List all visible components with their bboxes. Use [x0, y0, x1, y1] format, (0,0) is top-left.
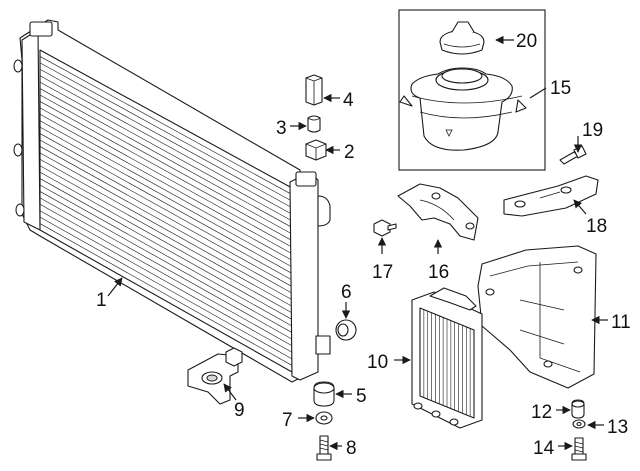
leader-15 [529, 87, 547, 99]
radiator-fin-line [39, 171, 293, 314]
radiator-fin-line [39, 126, 293, 268]
leader-18 [573, 199, 587, 215]
callout-17: 17 [372, 262, 393, 283]
radiator-fin-line [39, 139, 293, 281]
mount-part-5 [313, 381, 335, 407]
washer-part-13 [572, 419, 586, 429]
callout-11: 11 [611, 312, 631, 333]
radiator-fins [39, 56, 293, 366]
radiator-fin-line [39, 159, 293, 300]
radiator-fin-line [39, 216, 293, 360]
radiator-fin-line [39, 184, 293, 327]
radiator-fin-line [39, 210, 293, 353]
radiator-part [13, 19, 331, 383]
bolt-part-17 [373, 219, 397, 237]
bolt-part-14 [571, 437, 587, 461]
callout-10: 10 [367, 352, 388, 373]
air-duct-part-11 [477, 245, 597, 389]
callout-15: 15 [550, 78, 571, 99]
bracket-part-18 [503, 175, 599, 217]
radiator-fin-line [39, 223, 293, 366]
callout-lines [107, 35, 608, 451]
radiator-fin-line [39, 56, 293, 195]
bracket-part-16 [397, 183, 479, 241]
callout-13: 13 [607, 417, 628, 438]
callout-3: 3 [276, 118, 287, 139]
clip-part-4 [305, 74, 323, 106]
radiator-fin-line [39, 146, 293, 287]
callout-18: 18 [586, 216, 607, 237]
bolt-part-8 [316, 435, 332, 461]
grommet-part-12 [571, 399, 585, 419]
radiator-fin-line [39, 133, 293, 274]
radiator-fin-line [39, 88, 293, 228]
callout-12: 12 [531, 402, 552, 423]
radiator-fin-line [39, 69, 293, 208]
radiator-fin-line [39, 114, 293, 254]
callout-9: 9 [234, 400, 245, 421]
radiator-fin-line [39, 107, 293, 248]
reservoir-cap-part-20 [439, 21, 485, 55]
callout-14: 14 [533, 438, 555, 459]
radiator-fin-line [39, 152, 293, 294]
leader-1 [107, 277, 123, 297]
radiator-fin-line [39, 197, 293, 340]
callout-5: 5 [356, 386, 367, 407]
callout-16: 16 [428, 262, 449, 283]
bolt-part-19 [559, 145, 587, 165]
radiator-fin-line [39, 62, 293, 202]
radiator-fin-line [39, 165, 293, 307]
callout-8: 8 [346, 438, 357, 459]
intercooler-fins [423, 309, 471, 417]
radiator-fin-line [39, 75, 293, 215]
radiator-fin-line [39, 120, 293, 261]
radiator-fin-line [39, 178, 293, 320]
radiator-fin-line [39, 191, 293, 333]
callout-1: 1 [96, 290, 107, 311]
callout-6: 6 [341, 282, 352, 303]
intercooler-part-10 [411, 287, 483, 429]
reservoir-part-15 [399, 67, 527, 151]
radiator-fin-line [39, 204, 293, 346]
leader-9 [223, 383, 237, 401]
bracket-part-9 [187, 347, 243, 405]
washer-part-7 [315, 411, 333, 425]
callout-labels: 1 2 3 4 5 6 7 8 9 10 11 12 13 14 15 16 1… [96, 31, 631, 459]
callout-20: 20 [516, 31, 537, 52]
radiator-fin-line [39, 101, 293, 241]
callout-19: 19 [582, 120, 603, 141]
radiator-fin-line [39, 81, 293, 222]
grommet-part-3 [307, 115, 321, 133]
callout-2: 2 [344, 142, 355, 163]
callout-7: 7 [282, 410, 293, 431]
bushing-part-6 [335, 319, 357, 341]
insulator-part-2 [305, 139, 327, 161]
callout-4: 4 [343, 90, 354, 111]
radiator-fin-line [39, 94, 293, 235]
